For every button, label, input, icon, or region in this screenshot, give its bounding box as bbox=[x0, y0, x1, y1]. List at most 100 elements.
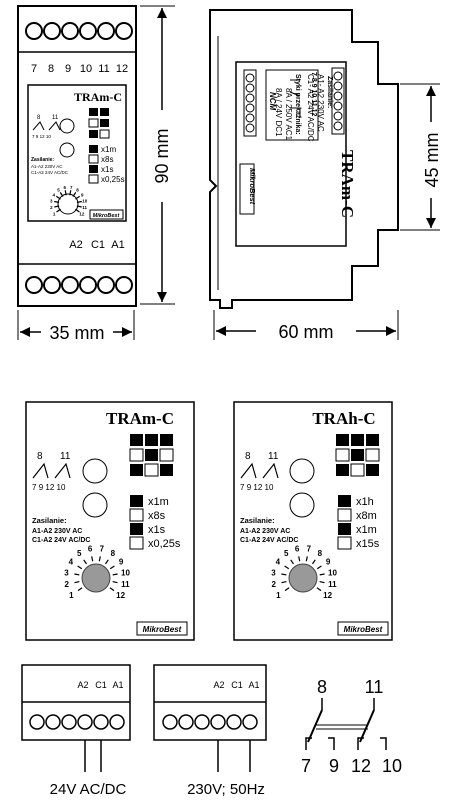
panel-trah: TRAh-C 8 11 7 9 12 10 x1h x8m x1m x15s Z… bbox=[233, 401, 393, 641]
side-view: 7 8 9 10 11 12 NCM TRAm-C Zasilanie: A1-… bbox=[209, 9, 399, 309]
front-brand-label: MikroBest bbox=[93, 213, 121, 219]
dial-tick bbox=[98, 556, 101, 562]
dial-tick bbox=[69, 190, 72, 196]
dial-tick bbox=[319, 573, 325, 576]
dial-number: 5 bbox=[57, 188, 60, 193]
front-brand-box bbox=[89, 209, 124, 220]
side-label-text: TRAm-C Zasilanie: A1- A2 230V AC C1- A2 … bbox=[274, 74, 357, 218]
panel-tram-range-1: x1m bbox=[148, 496, 169, 508]
dial-tick bbox=[290, 559, 294, 565]
dial-tick bbox=[76, 205, 82, 208]
dial-tick bbox=[112, 581, 118, 584]
dial-number: 10 bbox=[328, 568, 337, 577]
front-bottom-screws bbox=[25, 276, 133, 294]
dial-tick bbox=[281, 581, 287, 584]
front-contact-symbol bbox=[32, 121, 61, 131]
schematic-label-12: 12 bbox=[351, 756, 371, 776]
dial-number: 5 bbox=[77, 549, 82, 558]
front-led-bottom bbox=[59, 142, 75, 158]
panel-trah-contact-11: 11 bbox=[268, 451, 279, 462]
terminal-12-label: 12 bbox=[116, 63, 128, 75]
side-brand-label: MikroBest bbox=[248, 168, 257, 205]
depth-label: 60 mm bbox=[278, 322, 333, 342]
wiring-left-c1: C1 bbox=[95, 680, 107, 690]
panel-trah-dial-knob bbox=[288, 563, 318, 593]
dial-tick bbox=[112, 573, 118, 576]
contact-schematic: 8 11 7 9 12 10 bbox=[301, 677, 402, 776]
dial-number: 7 bbox=[100, 544, 105, 553]
terminal-7-label: 7 bbox=[31, 63, 37, 75]
front-contact-8: 8 bbox=[37, 115, 41, 121]
dial-tick bbox=[284, 587, 290, 592]
dial-number: 9 bbox=[81, 192, 84, 197]
dial-number: 3 bbox=[64, 568, 69, 577]
schematic-label-9: 9 bbox=[329, 756, 339, 776]
front-led-top bbox=[59, 118, 75, 134]
panel-tram-contact-symbol bbox=[32, 462, 71, 479]
panel-tram: TRAm-C 8 11 7 9 12 10 x1m x8s x1s x0,25s… bbox=[25, 401, 195, 641]
terminal-9-label: 9 bbox=[65, 63, 71, 75]
wiring-left-caption: 24V AC/DC bbox=[50, 781, 127, 798]
panel-trah-supply-line1: A1-A2 230V AC bbox=[240, 528, 290, 535]
side-schematic-box bbox=[265, 69, 319, 141]
dial-tick bbox=[298, 556, 301, 562]
rail-label: 45 mm bbox=[422, 132, 442, 187]
dial-number: 9 bbox=[326, 557, 331, 566]
panel-trah-contact-bottom: 7 9 12 10 bbox=[240, 483, 274, 492]
wiring-left: A2 C1 A1 24V AC/DC bbox=[21, 664, 131, 798]
dial-tick bbox=[83, 559, 87, 565]
dial-number: 3 bbox=[50, 199, 53, 204]
front-housing bbox=[17, 5, 137, 307]
front-contact-bottom: 7 9 12 10 bbox=[32, 134, 51, 139]
dial-tick bbox=[74, 581, 80, 584]
panel-tram-dial-knob bbox=[81, 563, 111, 593]
dial-tick bbox=[54, 200, 60, 203]
dial-tick bbox=[319, 581, 325, 584]
side-terminal-numbers: 7 8 9 10 11 12 bbox=[310, 72, 317, 116]
dial-tick bbox=[72, 192, 77, 197]
dial-tick bbox=[77, 565, 83, 570]
dial-number: 8 bbox=[318, 549, 323, 558]
side-screws-left bbox=[243, 69, 257, 137]
panel-tram-frame bbox=[25, 401, 195, 641]
dial-tick bbox=[109, 565, 115, 570]
front-terminal-a2: A2 bbox=[69, 239, 82, 251]
schematic-label-10: 10 bbox=[382, 756, 402, 776]
side-contacts-line1: 8A / 250V AC1 bbox=[284, 88, 293, 141]
dial-number: 4 bbox=[69, 557, 74, 566]
panel-tram-range-2: x8s bbox=[148, 510, 166, 522]
front-terminal-c1: C1 bbox=[91, 239, 105, 251]
front-supply-line2: C1-A2 24V AC/DC bbox=[31, 170, 69, 175]
panel-tram-contact-11: 11 bbox=[60, 451, 71, 462]
dial-tick bbox=[55, 195, 61, 200]
front-supply-line1: A1-A2 230V AC bbox=[31, 164, 63, 169]
dial-number: 11 bbox=[82, 205, 87, 210]
panel-tram-range-4: x0,25s bbox=[148, 538, 181, 550]
schematic-label-8: 8 bbox=[317, 677, 327, 697]
dial-number: 1 bbox=[53, 211, 56, 216]
front-contact-11: 11 bbox=[52, 115, 59, 121]
panel-tram-title: TRAm-C bbox=[106, 409, 174, 428]
wiring-right: A2 C1 A1 230V; 50Hz bbox=[153, 664, 267, 798]
dial-tick bbox=[312, 559, 316, 565]
schematic-switch-right bbox=[359, 709, 375, 743]
panel-trah-dip-switches bbox=[335, 434, 380, 550]
dial-tick bbox=[316, 587, 322, 592]
dial-number: 6 bbox=[63, 185, 66, 190]
height-dimension: 90 mm bbox=[140, 5, 175, 305]
front-model-label: TRAm-C bbox=[74, 90, 122, 104]
panel-trah-range-3: x1m bbox=[356, 524, 377, 536]
front-top-screws bbox=[25, 22, 133, 40]
side-contacts-heading: Styki przekaźnika: bbox=[294, 74, 301, 135]
wiring-left-a1: A1 bbox=[112, 680, 123, 690]
side-supply-line1: A1- A2 230V AC bbox=[316, 74, 325, 132]
panel-tram-led-bottom bbox=[82, 492, 108, 518]
width-dimension: 35 mm bbox=[17, 310, 135, 343]
side-screws-right bbox=[331, 67, 345, 135]
side-label-plate bbox=[235, 61, 347, 247]
panel-trah-led-top bbox=[289, 458, 315, 484]
dial-tick bbox=[91, 556, 94, 562]
panel-trah-range-4: x15s bbox=[356, 538, 380, 550]
